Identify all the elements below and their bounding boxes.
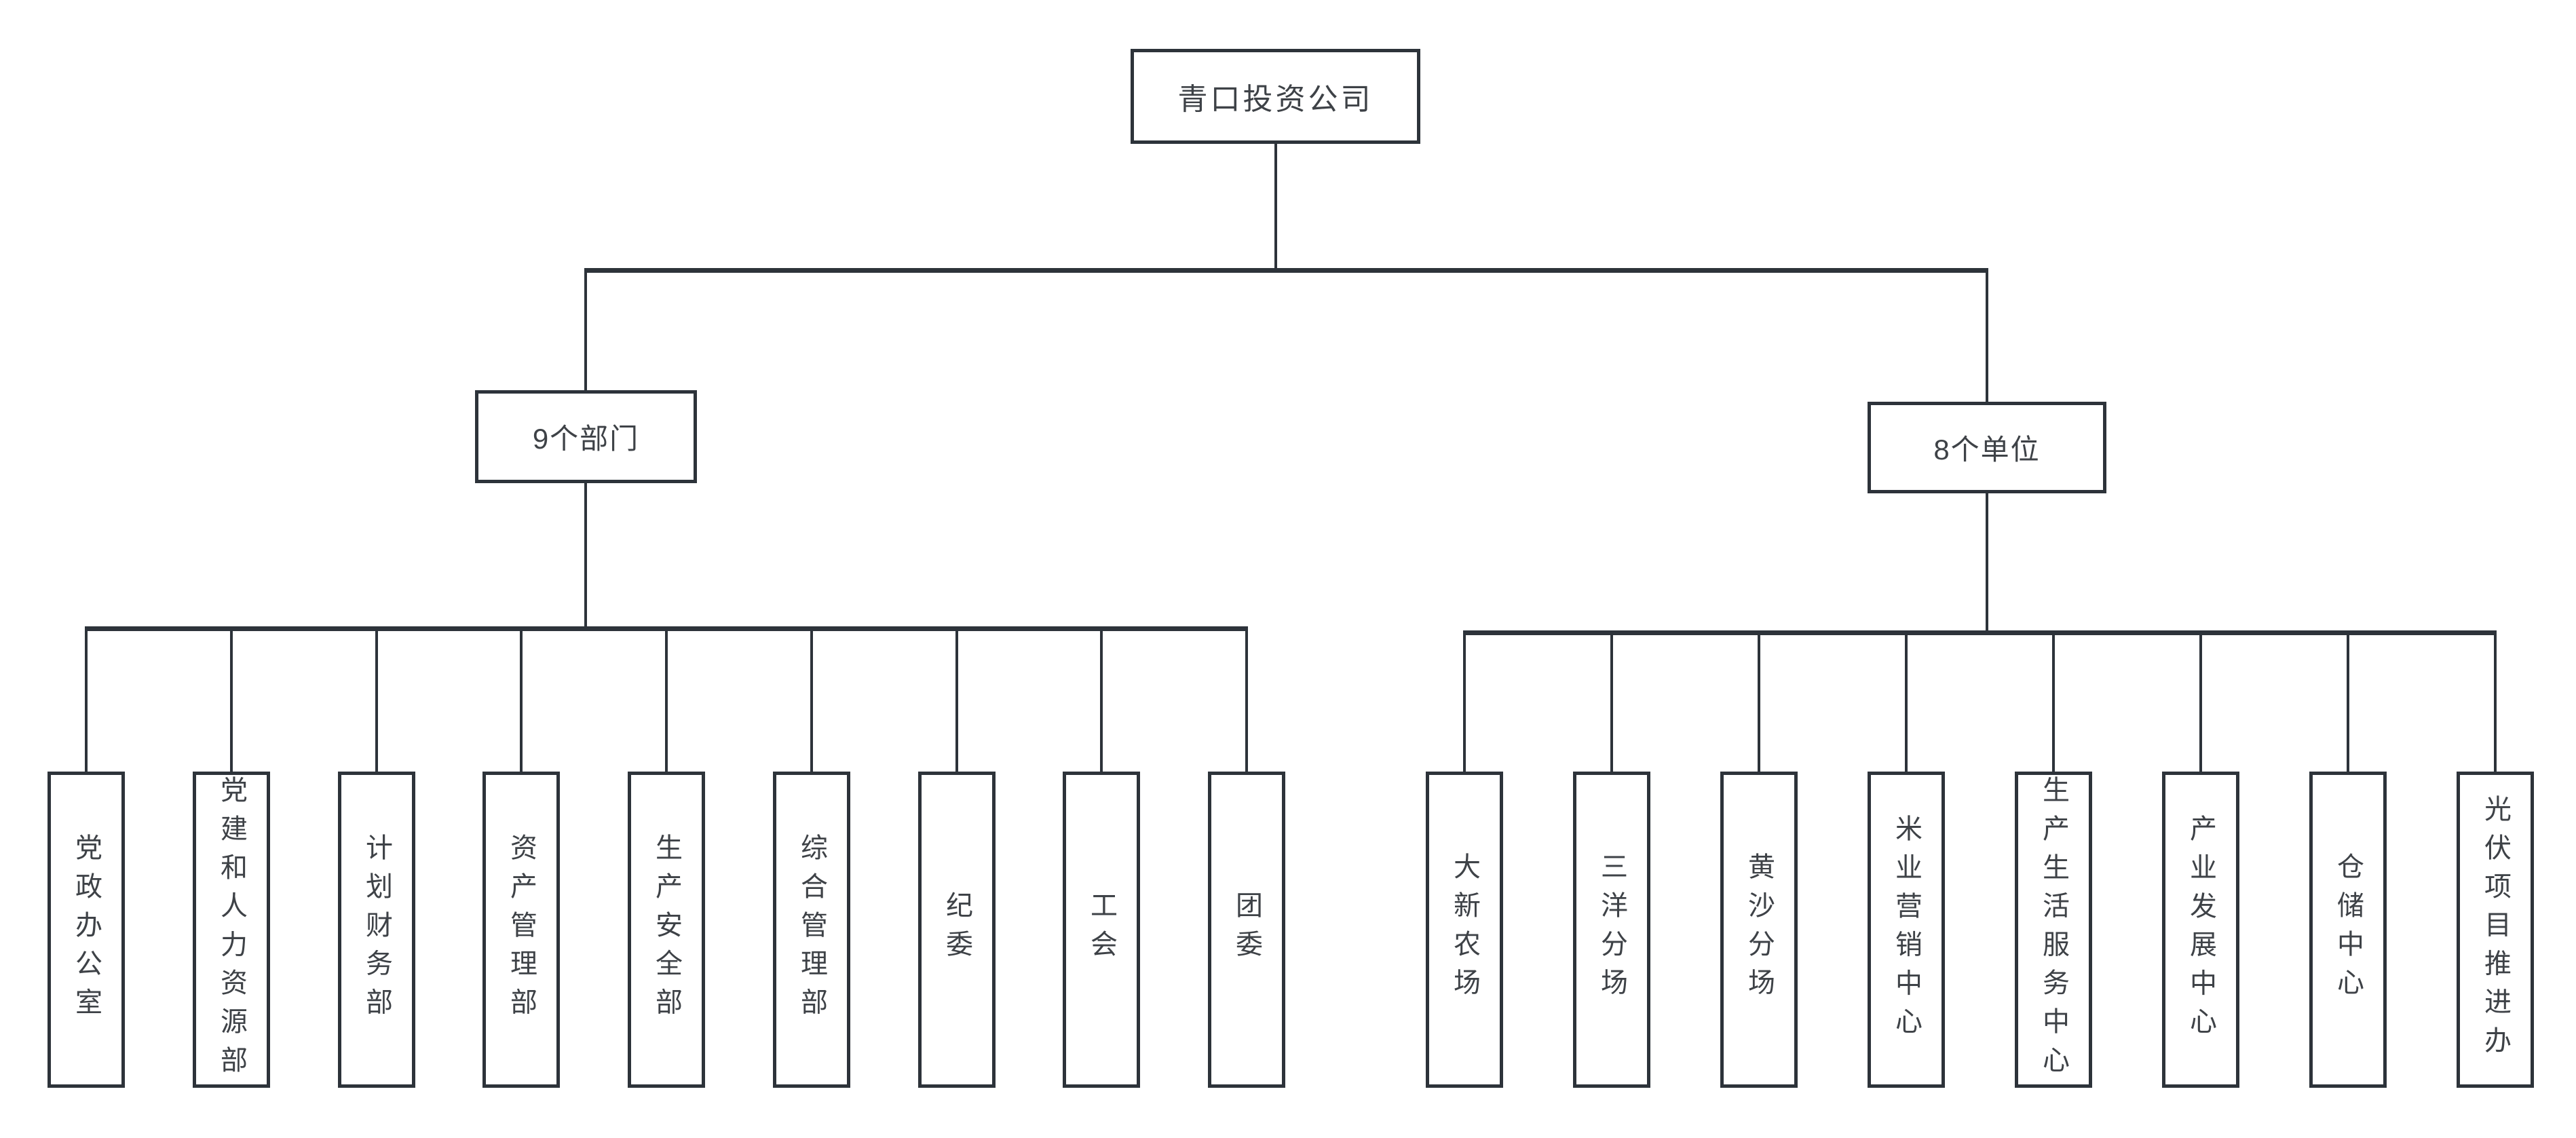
node-label: 工会 <box>1086 891 1116 968</box>
node-production-life-service-center: 生产生活服务中心 <box>2015 772 2092 1088</box>
node-youth-league: 团委 <box>1208 772 1285 1088</box>
node-label: 仓储中心 <box>2333 852 2363 1007</box>
connector-leaf-drop <box>1245 631 1248 772</box>
connector-leaf-drop <box>1905 635 1908 772</box>
connector-leaf-drop <box>1463 635 1466 772</box>
connector-leaf-drop <box>955 631 958 772</box>
connector-leaf-drop <box>1100 631 1103 772</box>
node-label: 9个部门 <box>532 423 640 455</box>
node-sanyang-branch-farm: 三洋分场 <box>1573 772 1650 1088</box>
node-discipline-committee: 纪委 <box>918 772 996 1088</box>
connector-leaf-drop <box>375 631 378 772</box>
connector-departments-drop <box>584 270 587 390</box>
node-label: 团委 <box>1232 891 1262 968</box>
node-huangsha-branch-farm: 黄沙分场 <box>1720 772 1798 1088</box>
node-party-building-hr-dept: 党建和人力资源部 <box>193 772 270 1088</box>
connector-departments-stem <box>584 483 587 626</box>
node-warehousing-center: 仓储中心 <box>2309 772 2387 1088</box>
connector-leaf-drop <box>1610 635 1613 772</box>
node-asset-management-dept: 资产管理部 <box>482 772 560 1088</box>
node-rice-marketing-center: 米业营销中心 <box>1868 772 1945 1088</box>
node-label: 计划财务部 <box>362 833 392 1026</box>
connector-top-rail <box>584 268 1988 273</box>
node-party-government-office: 党政办公室 <box>48 772 125 1088</box>
node-company-root: 青口投资公司 <box>1131 49 1420 144</box>
connector-units-stem <box>1986 493 1988 630</box>
node-label: 资产管理部 <box>506 833 536 1026</box>
node-label: 8个单位 <box>1933 434 2041 466</box>
connector-leaf-drop <box>2199 635 2202 772</box>
connector-units-rail <box>1463 630 2497 635</box>
node-label: 三洋分场 <box>1597 852 1627 1007</box>
connector-leaf-drop <box>665 631 668 772</box>
node-label: 党政办公室 <box>71 833 101 1026</box>
node-production-safety-dept: 生产安全部 <box>628 772 705 1088</box>
node-labor-union: 工会 <box>1063 772 1140 1088</box>
node-industry-development-center: 产业发展中心 <box>2162 772 2239 1088</box>
connector-leaf-drop <box>2347 635 2349 772</box>
connector-leaf-drop <box>230 631 233 772</box>
node-label: 生产生活服务中心 <box>2039 775 2068 1084</box>
node-departments-group: 9个部门 <box>475 390 697 483</box>
node-label: 党建和人力资源部 <box>216 775 246 1084</box>
connector-units-drop <box>1986 270 1988 402</box>
node-label: 黄沙分场 <box>1744 852 1774 1007</box>
node-label: 米业营销中心 <box>1891 814 1921 1046</box>
connector-leaf-drop <box>85 631 88 772</box>
node-label: 生产安全部 <box>651 833 681 1026</box>
connector-leaf-drop <box>810 631 813 772</box>
node-label: 纪委 <box>942 891 972 968</box>
node-label: 青口投资公司 <box>1177 83 1374 116</box>
connector-root-drop <box>1274 144 1277 270</box>
connector-departments-rail <box>85 626 1248 631</box>
connector-leaf-drop <box>2494 635 2497 772</box>
node-daxin-farm: 大新农场 <box>1426 772 1503 1088</box>
node-label: 综合管理部 <box>797 833 827 1026</box>
node-planning-finance-dept: 计划财务部 <box>338 772 415 1088</box>
node-pv-project-promotion-office: 光伏项目推进办 <box>2457 772 2534 1088</box>
node-label: 大新农场 <box>1450 852 1479 1007</box>
node-units-group: 8个单位 <box>1868 402 2106 493</box>
node-label: 光伏项目推进办 <box>2480 795 2510 1065</box>
connector-leaf-drop <box>2052 635 2055 772</box>
node-general-management-dept: 综合管理部 <box>773 772 850 1088</box>
connector-leaf-drop <box>1758 635 1760 772</box>
connector-leaf-drop <box>520 631 523 772</box>
node-label: 产业发展中心 <box>2186 814 2216 1046</box>
